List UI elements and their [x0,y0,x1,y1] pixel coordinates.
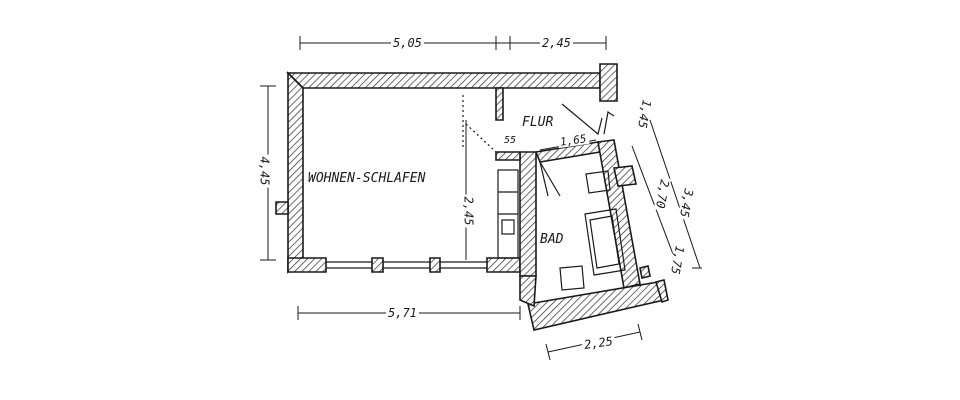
wall-right-angled [597,139,641,289]
dim-top-right: 2,45 [540,36,573,50]
wall-bath-left-stub [519,275,537,308]
room-label-flur: FLUR [522,115,554,130]
wall-right-stub [639,265,651,279]
dim-top-left: 5,05 [391,36,424,50]
door-swing-entry [603,110,615,135]
wall-bottom-b [371,257,384,273]
wall-flur-divider [495,87,504,121]
wall-bottom-d [486,257,521,273]
dim-door-small: 55 [502,135,519,146]
wall-right-jog [613,165,637,187]
door-swing-bath [539,161,561,197]
door-swing-flur [561,103,603,136]
washbasin [585,170,611,194]
wall-bath-bottom [527,281,666,331]
shower-tray [559,265,585,291]
dim-kitchen: 2,45 [461,194,476,228]
wall-bath-right-end [654,279,669,304]
wall-left [287,71,304,274]
bathtub [584,208,626,276]
room-label-wohnen-schlafen: WOHNEN-SCHLAFEN [308,171,426,186]
wall-top-right-corner [599,63,618,102]
wall-partition [519,151,537,277]
fixtures [326,95,626,291]
wall-bottom-c [429,257,441,273]
dim-bottom: 5,71 [386,306,419,320]
wall-left-stub [275,201,289,215]
dim-left: 4,45 [257,154,272,188]
wall-top [286,72,601,89]
wall-bottom-a [287,257,327,273]
kitchen-sink [501,219,515,235]
room-label-bad: BAD [540,232,564,247]
wall-partition-top [495,151,521,161]
walls [275,63,669,331]
